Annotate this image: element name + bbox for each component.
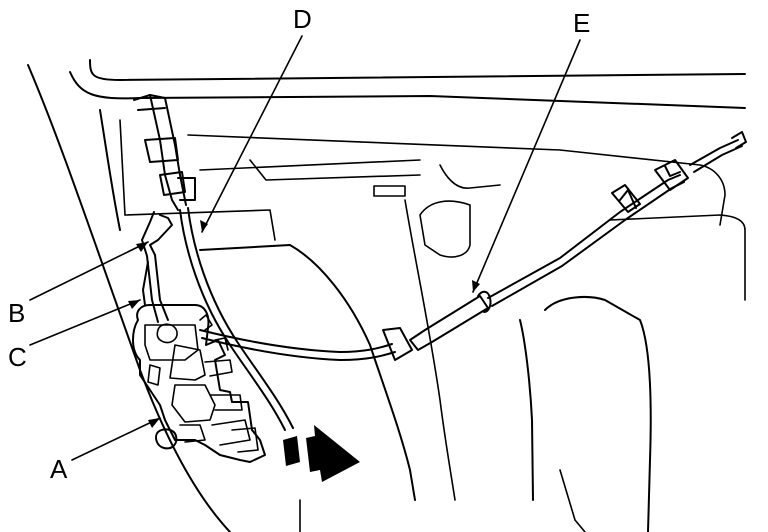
door-latch-a [132,304,266,463]
label-d: D [293,4,312,34]
label-c: C [8,342,27,372]
label-a: A [50,454,68,484]
direction-arrow [283,425,360,482]
cable-e [199,131,747,361]
door-panel [27,59,746,532]
leader-lines [29,35,581,461]
label-b: B [8,298,25,328]
rods-bc [141,211,173,323]
label-e: E [573,8,590,38]
